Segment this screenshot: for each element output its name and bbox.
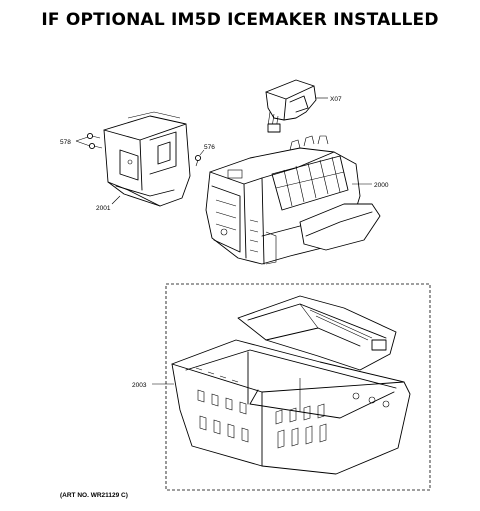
label-2001: 2001 <box>96 205 111 212</box>
label-2003: 2003 <box>132 382 147 389</box>
label-576: 576 <box>204 144 215 151</box>
label-2000: 2000 <box>374 182 389 189</box>
diagram-title: IF OPTIONAL IM5D ICEMAKER INSTALLED <box>41 10 439 30</box>
part-2001-bracket <box>103 111 191 207</box>
label-578: 578 <box>60 139 71 146</box>
part-576-screw <box>194 154 202 167</box>
part-x07-fill-cup <box>265 79 317 133</box>
label-x07: X07 <box>330 96 342 103</box>
part-2000-icemaker <box>205 135 381 265</box>
part-2003-ice-bucket <box>171 295 411 475</box>
bin-dashed-outline <box>165 283 431 491</box>
part-578-screws <box>86 132 103 150</box>
art-number: (ART NO. WR21129 C) <box>60 492 128 499</box>
